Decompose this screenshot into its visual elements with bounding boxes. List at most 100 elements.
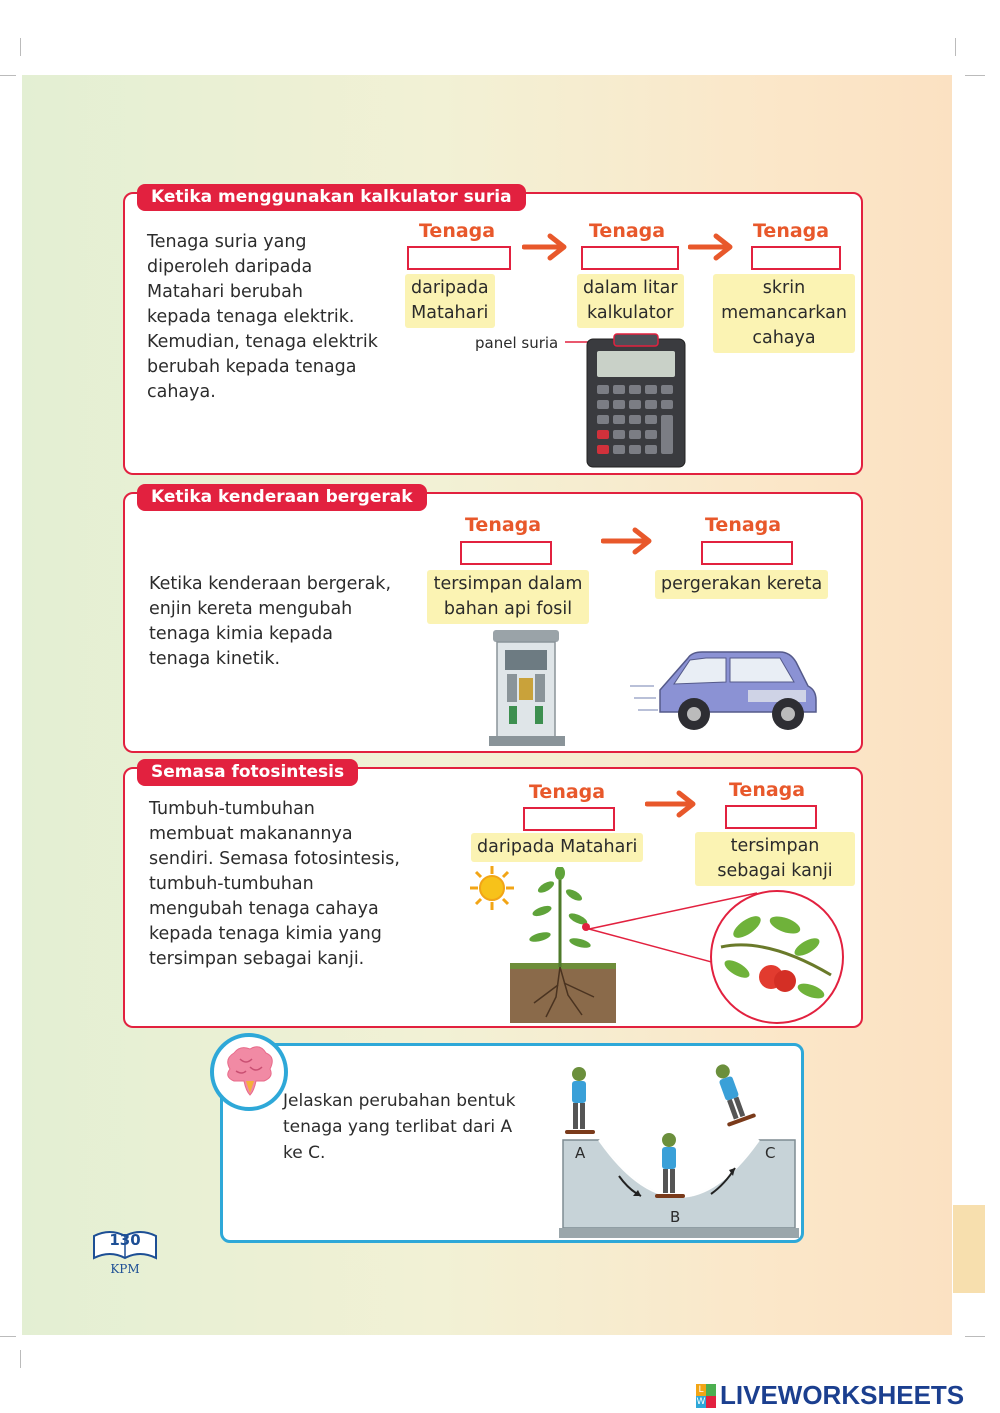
description-2: tersimpan sebagai kanji — [695, 832, 855, 886]
liveworksheets-logo-icon: L W — [696, 1383, 716, 1408]
side-tab — [953, 1205, 985, 1293]
tenaga-label: Tenaga — [465, 514, 542, 536]
section-title: Semasa fotosintesis — [137, 759, 359, 786]
text-line: tenaga yang terlibat dari A — [283, 1117, 513, 1137]
text-line: ke C. — [283, 1143, 326, 1163]
skater-c-icon — [715, 1064, 756, 1127]
text-line: tenaga kinetik. — [149, 649, 281, 669]
text-line: bahan api fosil — [443, 599, 573, 619]
section-title: Ketika kenderaan bergerak — [137, 484, 427, 511]
arrow-right-icon — [645, 790, 696, 818]
crop-mark — [20, 1350, 21, 1368]
text-line: kalkulator — [587, 303, 674, 323]
description-1: daripada Matahari — [471, 833, 644, 862]
description-2: dalam litar kalkulator — [577, 274, 684, 328]
logo-cell — [706, 1395, 716, 1408]
label-a: A — [575, 1144, 586, 1162]
book-icon — [93, 1231, 157, 1260]
arrow-right-icon — [522, 233, 567, 261]
text-line: tumbuh-tumbuhan — [149, 874, 314, 894]
publisher-label: KPM — [110, 1262, 140, 1276]
tenaga-label: Tenaga — [705, 514, 782, 536]
text-line: cahaya. — [147, 382, 216, 402]
text-line: Jelaskan perubahan bentuk — [283, 1091, 516, 1111]
text-line: enjin kereta mengubah — [149, 599, 353, 619]
text-line: tersimpan sebagai kanji. — [149, 949, 365, 969]
text-line: Tumbuh-tumbuhan — [149, 799, 315, 819]
tenaga-label: Tenaga — [729, 779, 806, 801]
answer-box-2[interactable] — [581, 246, 679, 270]
answer-box-1[interactable] — [523, 807, 615, 831]
text-line: Ketika kenderaan bergerak, — [149, 574, 392, 594]
crop-mark — [20, 38, 21, 56]
crop-mark — [965, 75, 985, 76]
page-number: 130 — [109, 1231, 141, 1249]
answer-box-1[interactable] — [460, 541, 552, 565]
label-b: B — [670, 1208, 681, 1226]
half-pipe-icon — [559, 1064, 799, 1238]
logo-cell: W — [696, 1395, 706, 1408]
text-line: membuat makanannya — [149, 824, 353, 844]
description-3: skrin memancarkan cahaya — [713, 274, 855, 353]
answer-box-2[interactable] — [701, 541, 793, 565]
calculator-icon — [586, 333, 686, 468]
crop-mark — [965, 1336, 985, 1337]
description-1: daripada Matahari — [405, 274, 495, 328]
section-title: Ketika menggunakan kalkulator suria — [137, 184, 526, 211]
section-paragraph: Tumbuh-tumbuhan membuat makanannya sendi… — [149, 797, 400, 972]
section-paragraph: Ketika kenderaan bergerak, enjin kereta … — [149, 572, 391, 672]
text-line: skrin — [762, 278, 806, 298]
text-line: daripada Matahari — [477, 837, 638, 857]
arrow-right-icon — [688, 233, 733, 261]
tenaga-label: Tenaga — [529, 781, 606, 803]
liveworksheets-watermark: L W LIVEWORKSHEETS — [696, 1380, 964, 1411]
text-line: sendiri. Semasa fotosintesis, — [149, 849, 400, 869]
text-line: pergerakan kereta — [661, 574, 823, 594]
crop-mark — [0, 1336, 16, 1337]
panel-suria-label: panel suria — [475, 334, 559, 352]
answer-box-2[interactable] — [725, 805, 817, 829]
section-paragraph: Tenaga suria yang diperoleh daripada Mat… — [147, 230, 378, 405]
page-number-badge: 130 KPM — [92, 1228, 158, 1282]
text-line: tenaga kimia kepada — [149, 624, 333, 644]
text-line: tersimpan — [730, 836, 820, 856]
section-calculator: Ketika menggunakan kalkulator suria Tena… — [123, 184, 863, 475]
brain-badge — [210, 1033, 288, 1111]
text-line: Matahari berubah — [147, 282, 303, 302]
sun-icon — [470, 866, 514, 910]
text-line: mengubah tenaga cahaya — [149, 899, 379, 919]
think-box: Jelaskan perubahan bentuk tenaga yang te… — [220, 1043, 804, 1243]
text-line: Kemudian, tenaga elektrik — [147, 332, 378, 352]
answer-box-3[interactable] — [751, 246, 841, 270]
text-line: sebagai kanji — [717, 861, 833, 881]
text-line: Tenaga suria yang — [147, 232, 307, 252]
text-line: cahaya — [752, 328, 816, 348]
crop-mark — [955, 38, 956, 56]
text-line: Matahari — [411, 303, 489, 323]
section-photosynthesis: Semasa fotosintesis Tumbuh-tumbuhan memb… — [123, 759, 863, 1028]
tenaga-label: Tenaga — [589, 220, 666, 242]
text-line: dalam litar — [583, 278, 678, 298]
description-1: tersimpan dalam bahan api fosil — [427, 570, 589, 624]
text-line: kepada tenaga elektrik. — [147, 307, 355, 327]
section-vehicle: Ketika kenderaan bergerak Ketika kendera… — [123, 484, 863, 753]
text-line: memancarkan — [721, 303, 847, 323]
text-line: kepada tenaga kimia yang — [149, 924, 382, 944]
tenaga-label: Tenaga — [753, 220, 830, 242]
logo-cell: L — [696, 1383, 706, 1396]
brain-icon — [227, 1046, 273, 1096]
skater-b-icon — [655, 1133, 685, 1198]
logo-cell — [706, 1383, 716, 1396]
text-line: berubah kepada tenaga — [147, 357, 357, 377]
think-question: Jelaskan perubahan bentuk tenaga yang te… — [283, 1088, 516, 1166]
answer-box-1[interactable] — [407, 246, 511, 270]
zoomed-fruit-icon — [710, 890, 844, 1024]
text-line: diperoleh daripada — [147, 257, 313, 277]
watermark-text: LIVEWORKSHEETS — [720, 1380, 965, 1410]
text-line: tersimpan dalam — [433, 574, 583, 594]
fuel-pump-icon — [489, 630, 565, 746]
arrow-right-icon — [601, 527, 652, 555]
description-2: pergerakan kereta — [655, 570, 829, 599]
car-icon — [630, 651, 817, 730]
text-line: daripada — [411, 278, 489, 298]
